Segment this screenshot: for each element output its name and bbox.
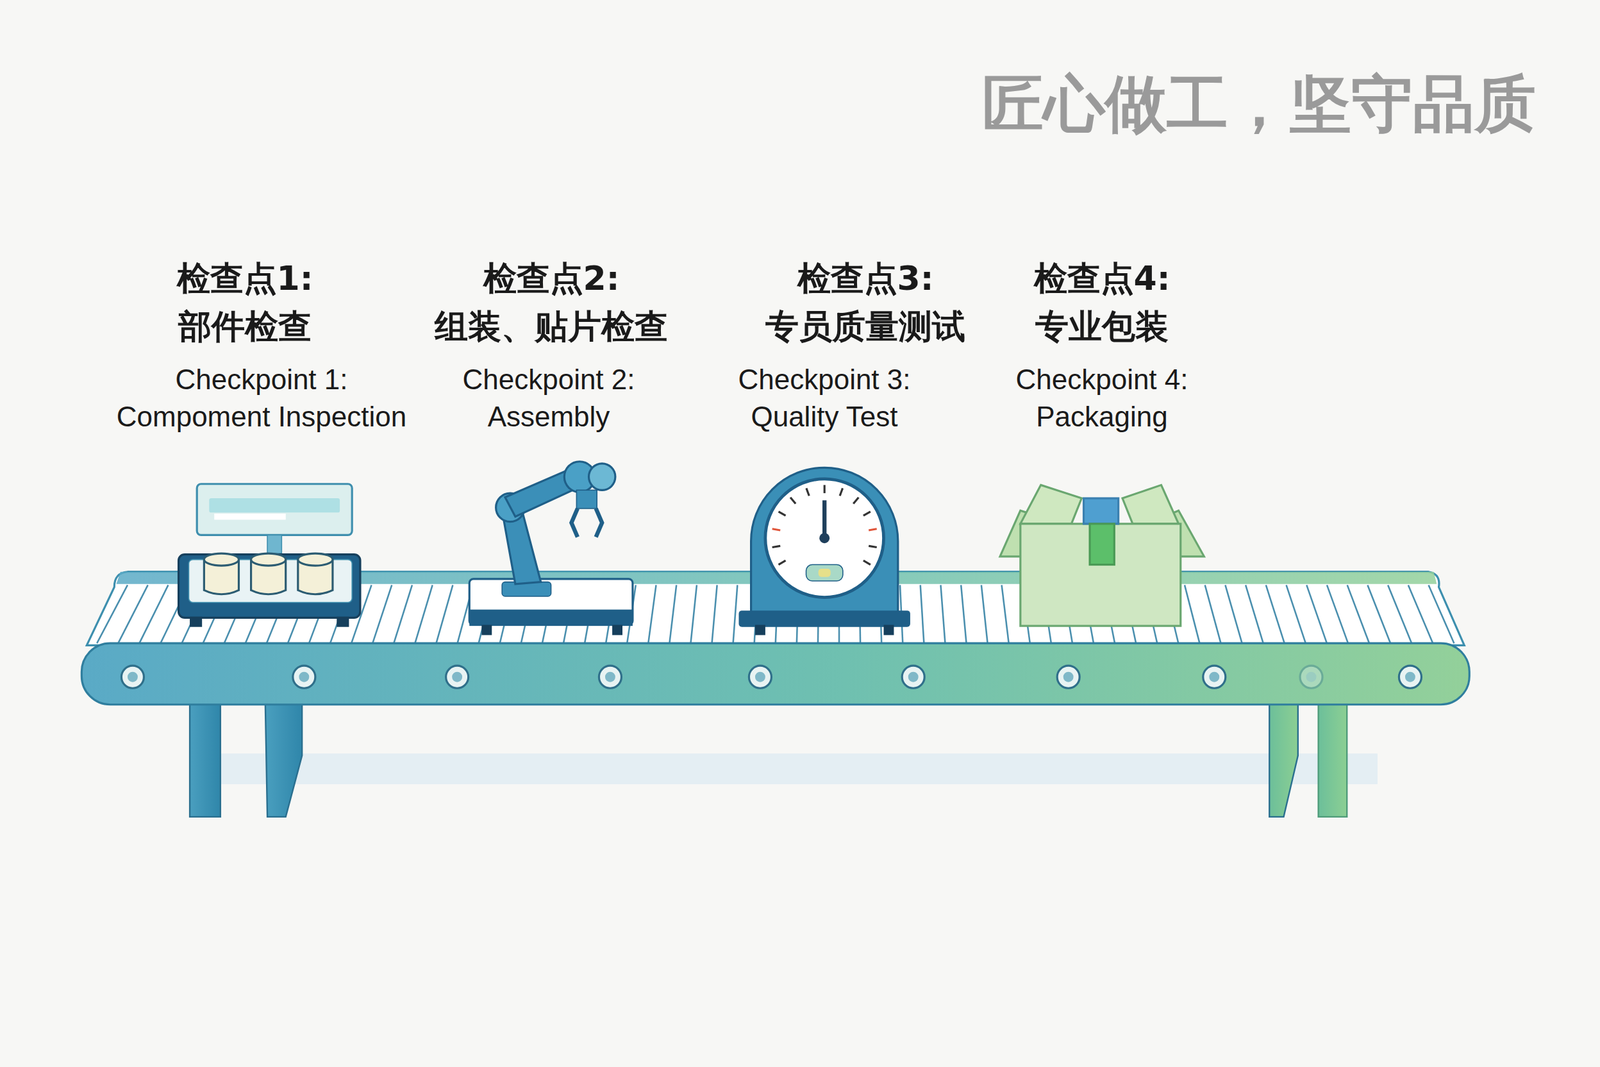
slat (1408, 584, 1433, 643)
slat (733, 584, 738, 643)
checkpoint-number: 检查点2: (483, 259, 620, 299)
roller (1398, 665, 1422, 688)
legs (189, 704, 1347, 817)
roller-hub (1063, 671, 1074, 683)
checkpoint-name-en: Packaging (1035, 400, 1168, 434)
gauge-tick (823, 484, 826, 493)
checkpoint-number-en: Checkpoint 3: (737, 363, 911, 397)
roller-hub (1405, 671, 1416, 683)
checkpoint-number-en: Checkpoint 2: (462, 363, 635, 397)
slat (1286, 584, 1306, 643)
roller-hub (298, 671, 309, 683)
roller (121, 665, 144, 688)
checkpoint-number-en: Checkpoint 1: (175, 363, 348, 397)
roller (748, 665, 772, 688)
roller-hub (908, 671, 919, 683)
slat (648, 584, 656, 643)
slat (1387, 584, 1412, 643)
gauge-tick (790, 497, 796, 504)
roller-hub (1208, 671, 1220, 683)
gauge-tick (839, 487, 843, 496)
slat (690, 584, 697, 643)
slat (1347, 584, 1370, 643)
package-box (1000, 484, 1204, 626)
shadow (203, 753, 1378, 784)
roller (446, 665, 469, 688)
roller (901, 665, 925, 688)
slat (981, 584, 988, 643)
slat (1306, 584, 1327, 643)
gauge-tick (863, 560, 871, 565)
checkpoint-number: 检查点1: (176, 259, 314, 299)
gauge-tick (868, 545, 877, 547)
slat (436, 584, 454, 643)
belt-rail (81, 642, 1470, 705)
roller (598, 665, 622, 688)
slat (1205, 584, 1222, 643)
slat (393, 584, 413, 643)
gauge-tick (868, 528, 877, 531)
slogan-title: 匠心做工，坚守品质 (982, 68, 1536, 140)
gauge-tick (853, 497, 859, 504)
checkpoint-number: 检查点3: (797, 259, 934, 299)
gauge-tick (778, 560, 786, 565)
quality-gauge (738, 467, 910, 635)
slat (940, 584, 945, 643)
checkpoint-name: 专员质量测试 (765, 307, 966, 347)
component-tray (178, 483, 361, 627)
roller (1203, 665, 1226, 688)
roller-hub (755, 671, 766, 683)
rollers (121, 665, 1422, 688)
slat (372, 584, 392, 643)
checkpoint-number: 检查点4: (1033, 259, 1171, 299)
slat (960, 584, 967, 643)
robot-arm (469, 461, 633, 636)
slat (669, 584, 677, 643)
slat (1184, 584, 1200, 643)
roller (1300, 665, 1323, 688)
slat (414, 584, 433, 643)
slat (1266, 584, 1285, 643)
checkpoint-name: 部件检查 (178, 307, 312, 347)
checkpoint-name: 组装、贴片检查 (434, 307, 668, 347)
roller (292, 665, 316, 688)
slat (1367, 584, 1391, 643)
gauge-tick (778, 511, 786, 516)
slat (1225, 584, 1242, 643)
checkpoint-number-en: Checkpoint 4: (1015, 363, 1188, 397)
roller (1057, 665, 1080, 688)
slat (920, 584, 925, 643)
gauge-tick (772, 545, 781, 547)
slat (712, 584, 718, 643)
roller-hub (127, 671, 138, 683)
roller-hub (451, 671, 463, 683)
slat (1326, 584, 1349, 643)
gauge-tick (863, 511, 871, 516)
gauge-tick (806, 487, 809, 496)
checkpoint-name: 专业包装 (1035, 307, 1169, 347)
roller-hub (605, 671, 616, 683)
checkpoint-name-en: Compoment Inspection (116, 400, 407, 434)
gauge-tick (772, 528, 781, 531)
slat (1245, 584, 1263, 643)
slat (1428, 584, 1455, 643)
slat (1001, 584, 1009, 643)
checkpoint-name-en: Assembly (487, 400, 611, 434)
roller-hub (1306, 671, 1317, 683)
checkpoint-name-en: Quality Test (750, 400, 898, 434)
